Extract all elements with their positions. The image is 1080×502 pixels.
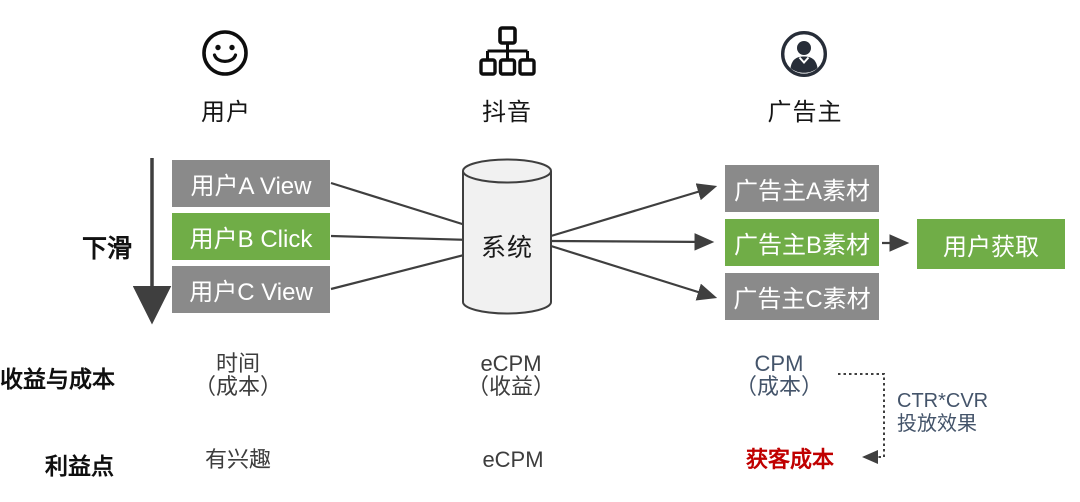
system-to-advertiser-arrows <box>550 183 718 301</box>
cell-user-interest: 有兴趣 <box>204 447 271 472</box>
person-icon <box>781 31 827 77</box>
advertiser-b-creative-box: 广告主B素材 <box>725 219 879 266</box>
advertiser-c-creative-box: 广告主C素材 <box>725 273 879 320</box>
cell-advertiser-cost-line2: （成本） <box>734 374 823 399</box>
column-label-douyin: 抖音 <box>482 99 532 126</box>
user-b-click-box: 用户B Click <box>172 213 330 260</box>
cell-advertiser-revenue-cost: CPM （成本） <box>701 352 857 398</box>
system-label: 系统 <box>480 234 533 262</box>
dotted-cpm-to-cost-arrow <box>838 373 885 464</box>
ctr-cvr-line1: CTR*CVR <box>897 390 989 412</box>
ctr-cvr-annotation: CTR*CVR 投放效果 <box>897 390 1077 436</box>
cell-douyin-revenue-cost: eCPM （收益） <box>433 352 589 398</box>
cell-user-cost-line2: （成本） <box>193 374 282 399</box>
cell-user-cost-line1: 时间 <box>215 351 260 376</box>
column-label-advertiser: 广告主 <box>767 99 843 126</box>
cell-advertiser-acquisition-cost: 获客成本 <box>745 447 834 472</box>
system-cylinder <box>462 158 552 315</box>
column-label-user: 用户 <box>201 99 251 126</box>
ctr-cvr-line2: 投放效果 <box>897 413 977 435</box>
arrow-system-to-adv-b <box>550 233 715 251</box>
cell-douyin-interest: eCPM <box>482 447 544 472</box>
row-label-interest-point: 利益点 <box>45 453 114 479</box>
user-c-view-box: 用户C View <box>172 266 330 313</box>
cell-douyin-revenue-line2: （收益） <box>466 374 555 399</box>
arrow-system-to-adv-c <box>550 244 718 301</box>
swipe-down-label: 下滑 <box>81 235 132 263</box>
cell-douyin-revenue-line1: eCPM <box>480 351 542 376</box>
user-a-view-box: 用户A View <box>172 160 330 207</box>
row-label-revenue-cost: 收益与成本 <box>0 366 115 392</box>
smiley-icon <box>202 30 248 76</box>
cell-user-revenue-cost: 时间 （成本） <box>160 352 316 398</box>
advertiser-a-creative-box: 广告主A素材 <box>725 165 879 212</box>
arrow-system-to-adv-a <box>550 183 718 238</box>
org-chart-icon <box>479 26 536 76</box>
cell-advertiser-cost-line1: CPM <box>754 351 804 376</box>
user-acquisition-box: 用户获取 <box>917 219 1065 269</box>
